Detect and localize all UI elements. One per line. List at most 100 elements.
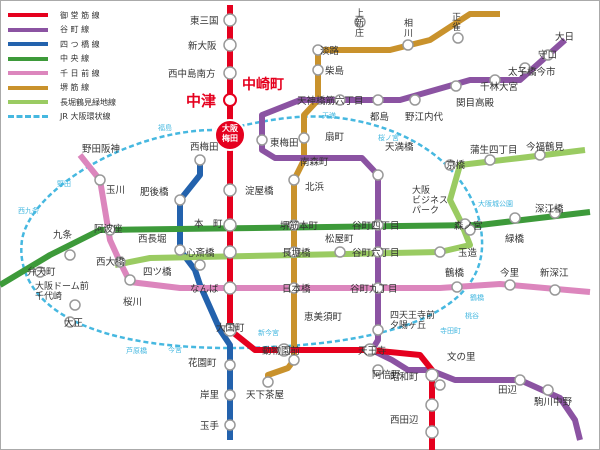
- svg-text:桃谷: 桃谷: [465, 311, 479, 320]
- legend-item-midosuji: 御 堂 筋 線: [8, 8, 134, 23]
- svg-text:鶴橋: 鶴橋: [445, 267, 465, 279]
- svg-text:太子橋今市: 太子橋今市: [508, 66, 556, 78]
- svg-text:大国町: 大国町: [216, 322, 245, 334]
- svg-text:玉川: 玉川: [106, 185, 125, 196]
- svg-text:西中島南方: 西中島南方: [168, 68, 216, 80]
- legend-swatch: [8, 13, 48, 18]
- svg-text:西梅田: 西梅田: [190, 141, 219, 153]
- svg-text:淀屋橋: 淀屋橋: [245, 185, 274, 197]
- svg-text:野田: 野田: [57, 180, 71, 188]
- svg-text:新深江: 新深江: [540, 267, 569, 279]
- svg-text:今福鶴見: 今福鶴見: [526, 141, 565, 153]
- legend-label: 中 央 線: [60, 54, 90, 64]
- yotsubashi-line: [177, 155, 233, 440]
- svg-text:大阪ビジネスパーク: 大阪ビジネスパーク: [412, 184, 448, 216]
- svg-text:柴島: 柴島: [325, 65, 344, 77]
- legend-swatch: [8, 115, 48, 119]
- svg-text:玉造: 玉造: [458, 247, 478, 259]
- svg-text:天神橋筋六丁目: 天神橋筋六丁目: [297, 95, 364, 107]
- svg-text:扇町: 扇町: [325, 131, 345, 143]
- svg-text:蒲生四丁目: 蒲生四丁目: [470, 144, 518, 156]
- svg-text:都島: 都島: [370, 111, 389, 123]
- svg-text:千林大宮: 千林大宮: [480, 81, 518, 93]
- legend-swatch: [8, 85, 48, 90]
- svg-text:新今宮: 新今宮: [258, 328, 279, 337]
- legend-swatch: [8, 71, 48, 76]
- svg-text:桜ノ宮: 桜ノ宮: [378, 133, 399, 142]
- svg-text:今里: 今里: [500, 267, 519, 279]
- legend-swatch: [8, 56, 48, 61]
- svg-text:肥後橋: 肥後橋: [140, 186, 169, 198]
- legend: [4, 5, 136, 125]
- svg-text:上新庄: 上新庄: [355, 8, 364, 39]
- svg-text:関目高殿: 関目高殿: [456, 97, 495, 109]
- svg-text:恵美須町: 恵美須町: [304, 311, 343, 323]
- svg-text:桜川: 桜川: [123, 296, 142, 308]
- svg-text:弁天町: 弁天町: [27, 266, 56, 278]
- svg-text:森ノ宮: 森ノ宮: [454, 220, 483, 232]
- svg-text:堺筋本町: 堺筋本町: [280, 220, 319, 232]
- svg-text:なんば: なんば: [190, 284, 219, 295]
- svg-text:天満橋: 天満橋: [385, 141, 414, 153]
- legend-item-sakaisuji: 堺 筋 線: [8, 81, 134, 96]
- svg-text:阿波座: 阿波座: [94, 223, 123, 235]
- svg-text:南森町: 南森町: [300, 156, 329, 168]
- legend-label: 御 堂 筋 線: [60, 10, 100, 20]
- svg-text:芦原橋: 芦原橋: [126, 346, 147, 355]
- svg-text:東梅田: 東梅田: [270, 137, 299, 149]
- svg-text:心斎橋: 心斎橋: [186, 247, 215, 259]
- svg-text:淡路: 淡路: [320, 45, 340, 57]
- midosuji-stations: [223, 13, 439, 439]
- svg-text:京橋: 京橋: [446, 159, 466, 171]
- svg-text:福島: 福島: [158, 123, 172, 132]
- legend-swatch: [8, 100, 48, 105]
- legend-item-yotsubashi: 四 つ 橋 線: [8, 37, 134, 52]
- svg-text:東三国: 東三国: [190, 15, 219, 27]
- svg-text:大正: 大正: [64, 317, 84, 329]
- svg-text:谷町四丁目: 谷町四丁目: [352, 221, 400, 232]
- svg-text:文の里: 文の里: [447, 351, 476, 363]
- station-labels: 東三国 新大阪 西中島南方 淀屋橋 本 町 心斎橋 なんば 大国町 動物園前 天…: [27, 15, 574, 432]
- svg-text:天下茶屋: 天下茶屋: [246, 389, 284, 401]
- svg-text:今宮: 今宮: [168, 345, 182, 354]
- svg-text:深江橋: 深江橋: [535, 203, 564, 215]
- svg-text:西長堀: 西長堀: [138, 234, 167, 245]
- multiline-labels: 四天王寺前夕陽ヶ丘 大阪ビジネスパーク 大阪ドーム前千代崎 上新庄 相川 正雀: [35, 8, 461, 331]
- svg-text:北浜: 北浜: [305, 182, 325, 193]
- hankyu-branch: [318, 11, 500, 53]
- legend-label: 長堀鶴見緑地線: [60, 97, 116, 107]
- svg-text:大日: 大日: [555, 31, 574, 43]
- svg-text:動物園前: 動物園前: [262, 345, 300, 357]
- svg-text:西大橋: 西大橋: [96, 256, 125, 268]
- legend-item-tanimachi: 谷 町 線: [8, 23, 134, 38]
- svg-text:新大阪: 新大阪: [188, 40, 217, 52]
- nakatsu-label: 中津: [186, 92, 216, 110]
- legend-label: 堺 筋 線: [60, 83, 90, 93]
- svg-text:天王寺: 天王寺: [358, 346, 387, 357]
- svg-text:野江内代: 野江内代: [405, 111, 444, 123]
- legend-item-jr: JR 大阪環状線: [8, 110, 134, 125]
- svg-text:谷町九丁目: 谷町九丁目: [350, 283, 398, 295]
- svg-text:守口: 守口: [538, 49, 557, 61]
- svg-text:松屋町: 松屋町: [325, 233, 354, 245]
- legend-swatch: [8, 27, 48, 32]
- svg-text:鶴橋: 鶴橋: [470, 293, 484, 302]
- svg-text:西田辺: 西田辺: [390, 415, 419, 426]
- legend-item-sennichimae: 千 日 前 線: [8, 66, 134, 81]
- legend-label: JR 大阪環状線: [60, 112, 111, 122]
- svg-text:正雀: 正雀: [452, 13, 461, 33]
- svg-text:本 町: 本 町: [194, 218, 223, 230]
- nakazakicho-label: 中崎町: [242, 76, 284, 93]
- svg-text:西九条: 西九条: [18, 206, 39, 215]
- svg-text:四天王寺前夕陽ヶ丘: 四天王寺前夕陽ヶ丘: [390, 309, 435, 331]
- svg-text:四ツ橋: 四ツ橋: [143, 266, 172, 278]
- jr-loop-line: [20, 115, 484, 350]
- legend-item-nagahori: 長堀鶴見緑地線: [8, 95, 134, 110]
- legend-label: 谷 町 線: [60, 25, 90, 35]
- other-stations: [34, 16, 561, 431]
- jr-station-labels: 福島 野田 西九条 天満 桜ノ宮 大阪城公園 鶴橋 桃谷 寺田町 新今宮 今宮 …: [18, 112, 513, 355]
- svg-text:駒川中野: 駒川中野: [534, 396, 573, 408]
- svg-text:大阪ドーム前千代崎: 大阪ドーム前千代崎: [35, 280, 89, 302]
- svg-text:九条: 九条: [53, 229, 73, 241]
